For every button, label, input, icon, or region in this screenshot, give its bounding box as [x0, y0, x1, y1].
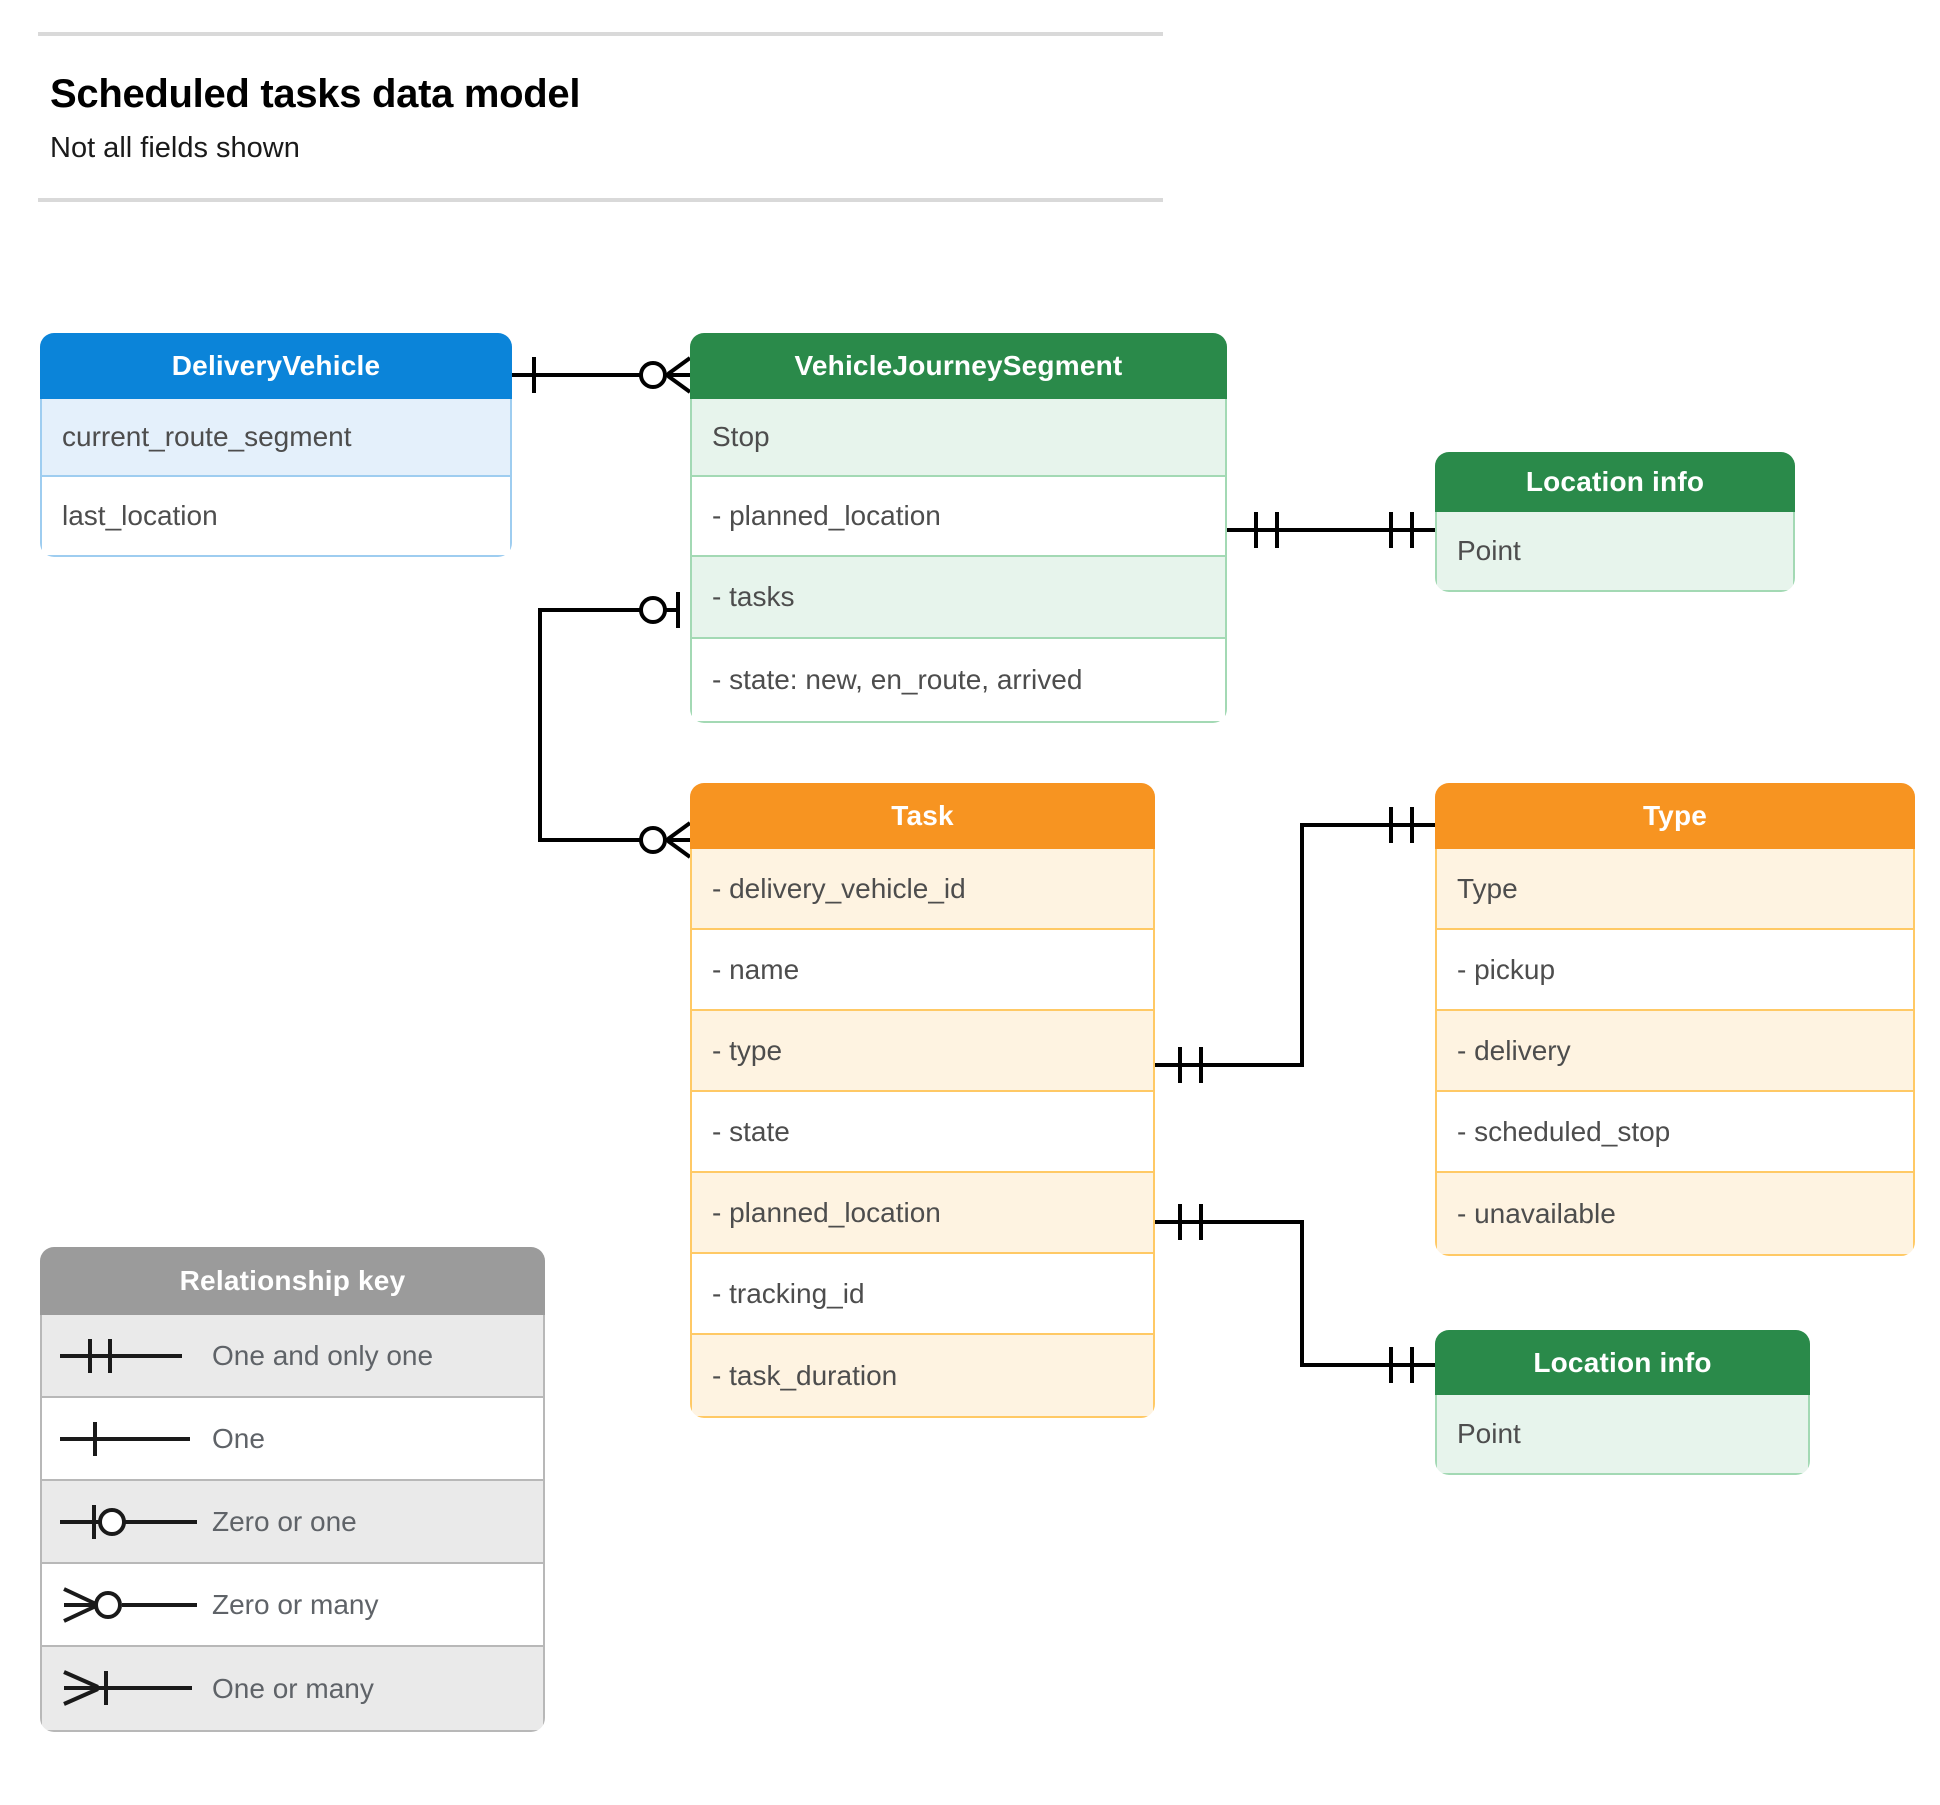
entity-vehicle-journey-segment-title: VehicleJourneySegment — [690, 333, 1227, 399]
entity-type-title: Type — [1435, 783, 1915, 849]
table-row[interactable]: Point — [1437, 512, 1793, 590]
table-row[interactable]: - delivery — [1437, 1011, 1913, 1092]
table-row[interactable]: - tracking_id — [692, 1254, 1153, 1335]
connector-task-plannedlocation-locationinfo — [1155, 1204, 1435, 1383]
header-divider-bottom — [38, 198, 1163, 202]
page-subtitle: Not all fields shown — [50, 132, 300, 164]
zero-or-many-icon — [42, 1564, 212, 1645]
table-row[interactable]: - state: new, en_route, arrived — [712, 664, 1083, 695]
legend-item-label: Zero or many — [212, 1588, 379, 1620]
table-row[interactable]: Stop — [692, 399, 1225, 477]
zero-or-one-icon — [42, 1481, 212, 1562]
table-row[interactable]: - task_duration — [692, 1335, 1153, 1416]
table-row[interactable]: Point — [1437, 1395, 1808, 1473]
table-row[interactable]: - pickup — [1437, 930, 1913, 1011]
entity-task[interactable]: Task - delivery_vehicle_id - name - type… — [690, 783, 1155, 1418]
legend-item-one-or-many[interactable]: One or many — [42, 1647, 543, 1730]
connector-vjs-tasks-task — [538, 592, 692, 859]
table-row[interactable]: - tasks — [692, 557, 1225, 639]
legend-item-zero-or-one[interactable]: Zero or one — [42, 1481, 543, 1564]
one-and-only-one-icon — [42, 1315, 212, 1396]
connector-task-type-type — [1155, 807, 1435, 1083]
legend-item-label: One — [212, 1422, 265, 1454]
entity-location-info-bottom-body: Point — [1435, 1395, 1810, 1475]
entity-type[interactable]: Type Type - pickup - delivery - schedule… — [1435, 783, 1915, 1256]
legend-item-zero-or-many[interactable]: Zero or many — [42, 1564, 543, 1647]
one-icon — [42, 1398, 212, 1479]
table-row[interactable]: Type — [1437, 849, 1913, 930]
legend-item-label: One and only one — [212, 1339, 434, 1371]
entity-location-info-top-title: Location info — [1435, 452, 1795, 512]
entity-location-info-top[interactable]: Location info Point — [1435, 452, 1795, 592]
table-row[interactable]: - name — [692, 930, 1153, 1011]
entity-type-body: Type - pickup - delivery - scheduled_sto… — [1435, 849, 1915, 1256]
table-row[interactable]: last_location — [62, 500, 218, 531]
one-or-many-icon — [42, 1647, 212, 1730]
entity-task-body: - delivery_vehicle_id - name - type - st… — [690, 849, 1155, 1418]
entity-task-title: Task — [690, 783, 1155, 849]
entity-location-info-bottom-title: Location info — [1435, 1330, 1810, 1395]
table-row[interactable]: - unavailable — [1437, 1173, 1913, 1254]
entity-delivery-vehicle-body: current_route_segment last_location — [40, 399, 512, 557]
entity-delivery-vehicle[interactable]: DeliveryVehicle current_route_segment la… — [40, 333, 512, 557]
page-title: Scheduled tasks data model — [50, 72, 581, 116]
legend-body: One and only one One — [40, 1315, 545, 1732]
connector-vjs-plannedlocation-locationinfo — [1227, 512, 1435, 548]
legend-relationship-key[interactable]: Relationship key One and only one — [40, 1247, 545, 1732]
legend-item-one[interactable]: One — [42, 1398, 543, 1481]
entity-vehicle-journey-segment[interactable]: VehicleJourneySegment Stop - planned_loc… — [690, 333, 1227, 723]
table-row[interactable]: - planned_location — [692, 477, 1225, 557]
entity-vehicle-journey-segment-body: Stop - planned_location - tasks - state:… — [690, 399, 1227, 723]
legend-item-label: Zero or one — [212, 1505, 357, 1537]
entity-delivery-vehicle-title: DeliveryVehicle — [40, 333, 512, 399]
entity-location-info-top-body: Point — [1435, 512, 1795, 592]
table-row[interactable]: - planned_location — [692, 1173, 1153, 1254]
legend-title: Relationship key — [40, 1247, 545, 1315]
table-row[interactable]: current_route_segment — [42, 399, 510, 477]
table-row[interactable]: - scheduled_stop — [1437, 1092, 1913, 1173]
connector-deliveryvehicle-vehiclejourneysegment — [512, 356, 692, 394]
table-row[interactable]: - delivery_vehicle_id — [692, 849, 1153, 930]
table-row[interactable]: - type — [692, 1011, 1153, 1092]
legend-item-label: One or many — [212, 1672, 374, 1704]
header-divider-top — [38, 32, 1163, 36]
entity-location-info-bottom[interactable]: Location info Point — [1435, 1330, 1810, 1475]
legend-item-one-and-only-one[interactable]: One and only one — [42, 1315, 543, 1398]
table-row[interactable]: - state — [692, 1092, 1153, 1173]
